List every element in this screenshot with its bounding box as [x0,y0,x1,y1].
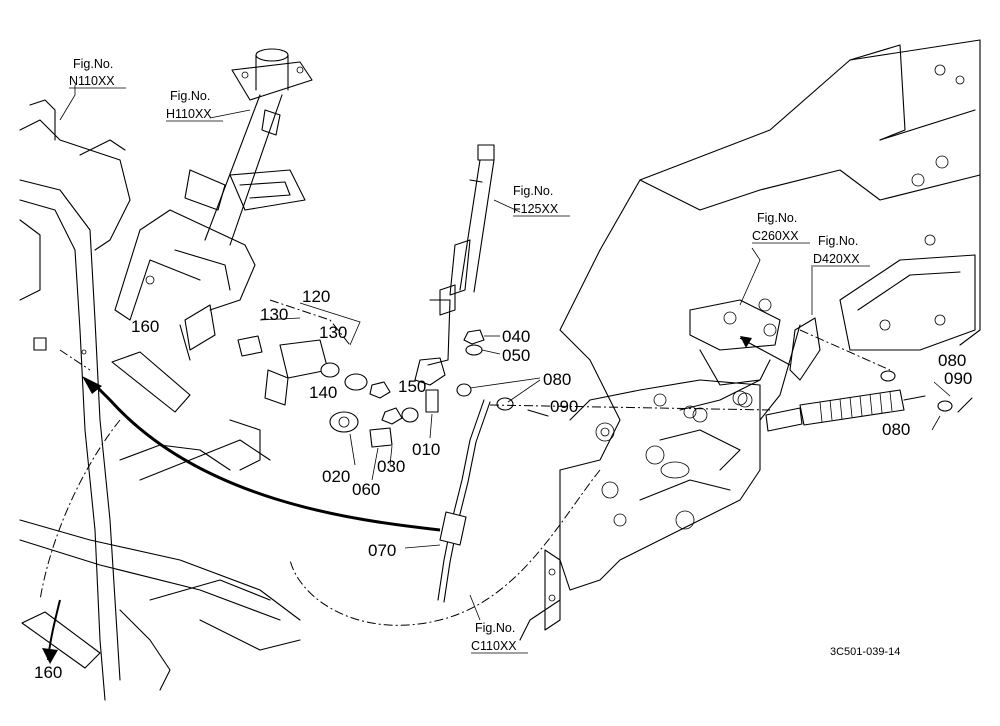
routing-lines [39,299,891,664]
part-label-080: 080 [882,420,910,439]
drawing-code: 3C501-039-14 [830,646,900,658]
part-label-130: 130 [260,305,288,324]
fig-code: C260XX [752,229,799,243]
figure-ref-d420: Fig.No. D420XX [813,234,870,267]
part-label-010: 010 [412,440,440,459]
figure-ref-c110: Fig.No. C110XX [471,621,528,654]
figure-ref-f125: Fig.No. F125XX [513,184,570,217]
part-label-160: 160 [34,663,62,682]
fig-prefix: Fig.No. [73,57,113,71]
part-label-090: 090 [944,369,972,388]
fig-code: C110XX [471,639,517,653]
part-label-130: 130 [319,323,347,342]
transmission-housing [519,39,981,641]
part-label-030: 030 [377,457,405,476]
fig-code: D420XX [813,252,860,266]
fig-prefix: Fig.No. [818,234,858,248]
part-label-090: 090 [550,397,578,416]
part-label-080: 080 [938,351,966,370]
fig-code: F125XX [513,202,559,216]
part-label-060: 060 [352,480,380,499]
part-label-020: 020 [322,467,350,486]
part-label-040: 040 [502,327,530,346]
part-label-140: 140 [309,383,337,402]
part-label-050: 050 [502,346,530,365]
part-label-150: 150 [398,377,426,396]
leader-lines [59,85,951,621]
left-frame [19,99,301,701]
small-parts [21,329,973,669]
pedal-shaft [414,144,495,386]
fig-prefix: Fig.No. [757,211,797,225]
part-label-070: 070 [368,541,396,560]
figure-ref-h110: Fig.No. H110XX [166,89,223,122]
fig-code: N110XX [69,74,115,88]
fig-prefix: Fig.No. [475,621,515,635]
cable-assembly [437,389,926,603]
steering-column [114,48,313,361]
part-label-120: 120 [302,287,330,306]
part-labels: 120 130 130 160 140 150 040 050 080 090 … [34,287,972,682]
fig-prefix: Fig.No. [513,184,553,198]
part-label-160: 160 [131,317,159,336]
range-linkage [679,298,821,421]
figure-ref-n110: Fig.No. N110XX [69,57,126,89]
fig-prefix: Fig.No. [170,89,210,103]
figure-ref-c260: Fig.No. C260XX [752,211,810,244]
part-label-080: 080 [543,370,571,389]
fig-code: H110XX [166,107,212,121]
